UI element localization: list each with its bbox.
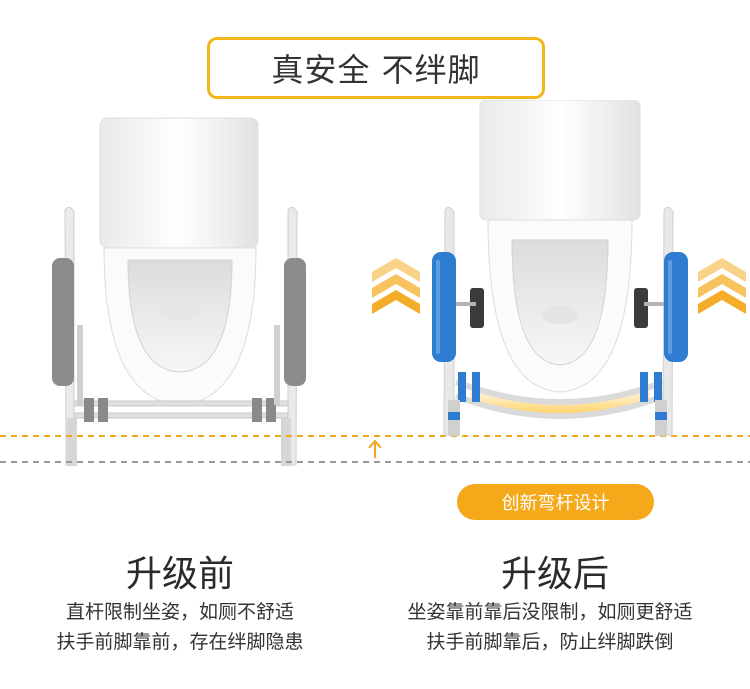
feature-badge: 创新弯杆设计 (457, 484, 654, 520)
before-desc-line2: 扶手前脚靠前，存在绊脚隐患 (56, 631, 304, 653)
blue-pad-right (664, 252, 688, 362)
gray-pad-left (52, 258, 74, 386)
before-label: 升级前 (125, 554, 234, 595)
chevron-up-icon (372, 258, 420, 314)
up-arrow-icon (368, 439, 382, 458)
headline-frame: 真安全 不绊脚 (207, 37, 545, 99)
gray-pad-right (284, 258, 306, 386)
comparison-illustration (0, 100, 750, 466)
headline: 真安全 不绊脚 (271, 51, 481, 89)
before-desc-line1: 直杆限制坐姿，如厕不舒适 (65, 601, 294, 623)
after-desc-line2: 扶手前脚靠后，防止绊脚跌倒 (426, 631, 674, 653)
after-desc-line1: 坐姿靠前靠后没限制，如厕更舒适 (407, 601, 693, 623)
rail-frame-before (52, 206, 306, 466)
toilet-after (479, 100, 641, 393)
after-label: 升级后 (500, 554, 609, 595)
toilet-before (99, 117, 259, 406)
chevron-up-icon (698, 258, 746, 314)
blue-pad-left (432, 252, 456, 362)
rail-frame-after (432, 206, 688, 436)
after-description: 坐姿靠前靠后没限制，如厕更舒适 扶手前脚靠后，防止绊脚跌倒 (365, 597, 735, 657)
before-description: 直杆限制坐姿，如厕不舒适 扶手前脚靠前，存在绊脚隐患 (10, 597, 350, 657)
